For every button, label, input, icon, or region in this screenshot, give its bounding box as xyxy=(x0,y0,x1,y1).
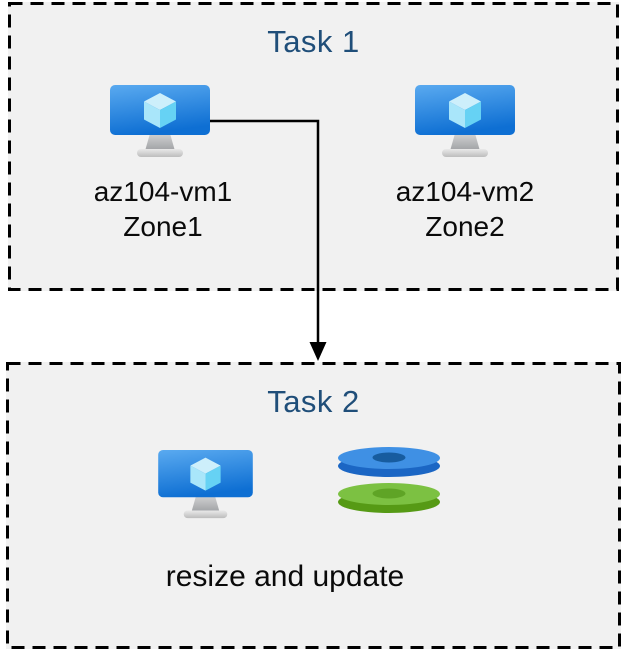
task2-caption: resize and update xyxy=(165,560,405,593)
virtual-machine-icon xyxy=(158,450,253,519)
vm-cube xyxy=(144,93,176,128)
vm-base xyxy=(137,149,183,157)
task2-dashed-border xyxy=(6,362,621,649)
vm1-zone: Zone1 xyxy=(123,211,203,242)
vm2-label: az104-vm2 Zone2 xyxy=(360,174,570,244)
vm-cube xyxy=(190,457,221,491)
disk-green xyxy=(338,483,440,513)
vm-cube xyxy=(449,93,481,128)
vm-base xyxy=(442,149,488,157)
vm-stand xyxy=(450,130,480,151)
task2-box: Task 2 resize and u xyxy=(6,362,621,649)
vm-stand xyxy=(191,492,220,513)
vm1-name: az104-vm1 xyxy=(93,176,233,207)
task1-title: Task 1 xyxy=(267,24,360,59)
virtual-machine-icon xyxy=(415,85,515,157)
vm-base xyxy=(183,510,228,519)
vm2-name: az104-vm2 xyxy=(395,176,535,207)
vm2-zone: Zone2 xyxy=(425,211,505,242)
disk-blue xyxy=(338,447,440,477)
vm1-label: az104-vm1 Zone1 xyxy=(58,174,268,244)
task2-title: Task 2 xyxy=(267,384,360,419)
virtual-machine-icon xyxy=(110,85,210,157)
flow-arrowhead-icon xyxy=(309,342,327,361)
vm-stand xyxy=(145,130,175,151)
task1-box: Task 1 xyxy=(8,2,619,291)
disks-icon xyxy=(338,447,440,513)
